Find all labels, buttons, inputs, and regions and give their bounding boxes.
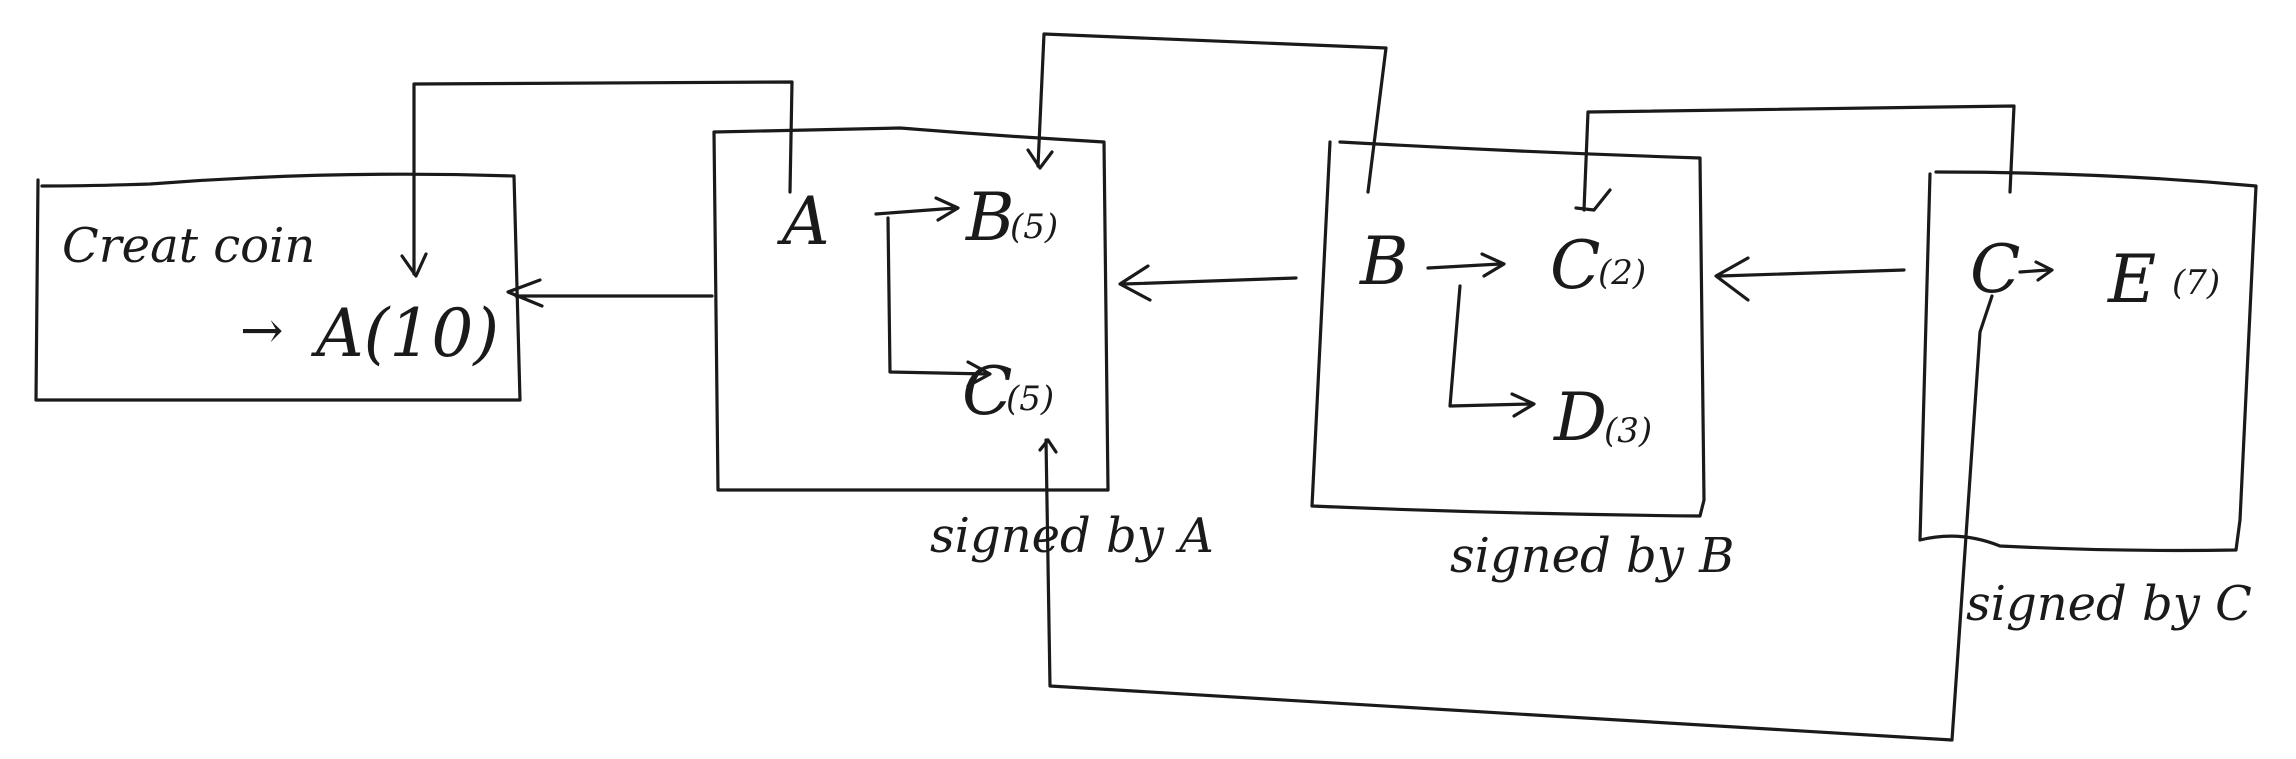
ref-line-a-input-to-genesis-output [400, 80, 794, 278]
tx-a-signature: signed by A [930, 508, 1214, 564]
tx-a-box [712, 126, 1110, 492]
tx-c-signature: signed by C [1966, 576, 2252, 632]
tx-a-out1-label: B [965, 179, 1015, 256]
genesis-output-label: A(10) [310, 295, 499, 372]
tx-c-arrow-to-e [2018, 260, 2054, 282]
tx-b-input: B [1359, 223, 1409, 300]
ref-line-b-input-to-txa-output [1026, 32, 1388, 194]
tx-b-box [1310, 140, 1706, 518]
tx-c-out1-amount: (7) [2172, 263, 2220, 303]
tx-b-arrow-to-c [1426, 252, 1506, 278]
tx-b-arrow-to-d [1448, 284, 1536, 418]
tx-b-block: B C (2) D (3) signed by B [1310, 140, 1734, 584]
ref-line-c-input-to-txb-output [1574, 104, 2016, 212]
tx-b-out1-label: C [1550, 227, 1601, 304]
genesis-box [34, 172, 522, 402]
tx-b-signature: signed by B [1450, 528, 1734, 584]
tx-b-out1-amount: (2) [1598, 253, 1646, 293]
tx-c-block: C E (7) signed by C [1918, 170, 2258, 632]
link-arrow-txb-to-txa [1118, 264, 1298, 302]
genesis-output-arrow: → [240, 301, 284, 361]
tx-c-box [1918, 170, 2258, 553]
tx-a-out2-label: C [962, 353, 1013, 430]
tx-a-out1-amount: (5) [1010, 207, 1058, 247]
tx-a-arrow-to-b [874, 196, 960, 222]
tx-c-out1-label: E [2107, 241, 2156, 318]
link-arrow-txa-to-genesis [506, 278, 714, 308]
tx-a-block: A B (5) C (5) signed by A [712, 126, 1214, 564]
tx-b-out2-amount: (3) [1604, 411, 1652, 451]
tx-a-arrow-to-c [886, 216, 992, 388]
genesis-block: Creat coin → A(10) [34, 172, 522, 402]
tx-c-input: C [1970, 231, 2021, 308]
link-arrow-txc-to-txb [1714, 256, 1906, 302]
tx-a-out2-amount: (5) [1006, 379, 1054, 419]
tx-b-out2-label: D [1553, 379, 1607, 456]
tx-a-input: A [776, 183, 830, 260]
genesis-header: Creat coin [62, 218, 315, 274]
ref-line-c-input-to-txa-output [1038, 294, 1994, 742]
